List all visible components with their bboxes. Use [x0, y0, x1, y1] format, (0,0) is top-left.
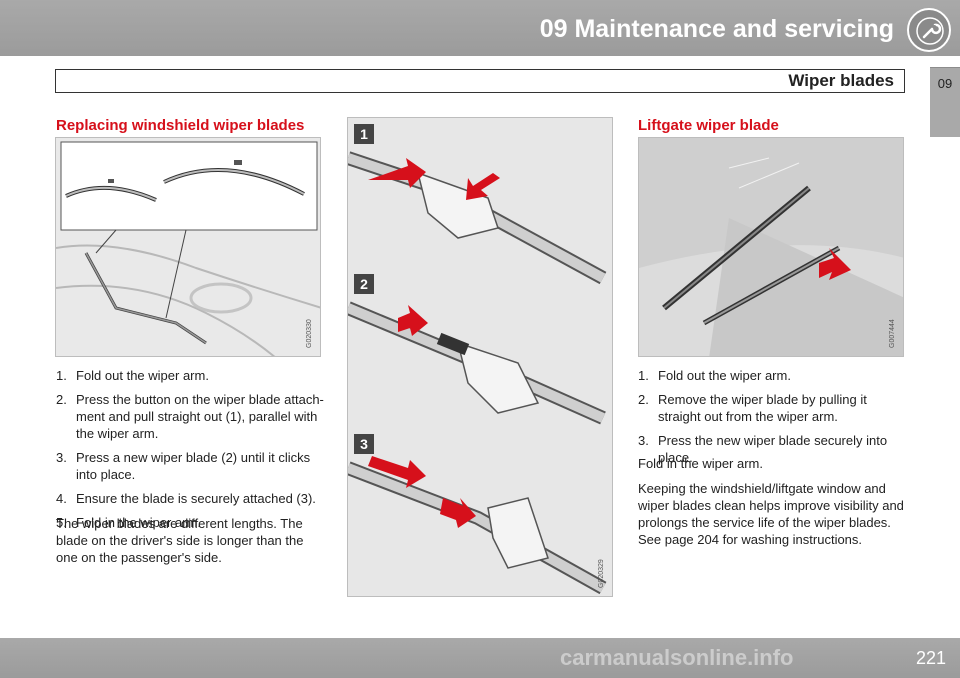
list-item: 3.Press the new wiper blade securely int…: [638, 433, 888, 465]
wrench-icon: [907, 8, 951, 52]
right-heading: Liftgate wiper blade: [638, 117, 779, 134]
figure-code: G020330: [306, 319, 313, 348]
blade-replacement-steps-figure: 1 2 3 G020329: [347, 117, 613, 597]
chapter-side-tab[interactable]: 09: [930, 67, 960, 137]
right-paragraph-2: Keeping the windshield/liftgate window a…: [638, 481, 904, 547]
left-steps-list: 1.Fold out the wiper arm. 2.Press the bu…: [56, 367, 326, 538]
right-steps-list: 1.Fold out the wiper arm. 2.Remove the w…: [638, 367, 913, 473]
step-marker-3: 3: [360, 436, 368, 452]
left-paragraph: The wiper blades are different lengths. …: [56, 516, 304, 565]
list-item: 5.Fold in the wiper arm.: [56, 515, 201, 530]
side-tab-label: 09: [937, 76, 953, 91]
figure-code: G007444: [889, 319, 896, 348]
watermark: carmanualsonline.info: [560, 645, 794, 670]
right-paragraph-1: Fold in the wiper arm.: [638, 456, 763, 471]
left-heading: Replacing windshield wiper blades: [56, 117, 305, 134]
list-item: 2.Remove the wiper blade by pulling it s…: [638, 392, 867, 424]
figure-code: G020329: [598, 559, 605, 588]
list-item: 4.Ensure the blade is securely attached …: [56, 491, 316, 506]
page-number: 221: [915, 648, 946, 668]
page-footer-bar: 221: [0, 638, 960, 678]
list-item: 1.Fold out the wiper arm.: [56, 368, 209, 383]
section-title: Wiper blades: [788, 71, 894, 90]
step-marker-1: 1: [360, 126, 368, 142]
step-marker-2: 2: [360, 276, 368, 292]
chapter-header-bar: 09 Maintenance and servicing: [0, 0, 960, 56]
list-item: 1.Fold out the wiper arm.: [638, 368, 791, 383]
section-title-box: Wiper blades: [55, 69, 905, 93]
list-item: 2.Press the button on the wiper blade at…: [56, 392, 324, 441]
chapter-title: 09 Maintenance and servicing: [539, 15, 894, 43]
liftgate-wiper-figure: G007444: [638, 137, 904, 357]
list-item: 3.Press a new wiper blade (2) until it c…: [56, 450, 311, 482]
windshield-wiper-figure: G020330: [55, 137, 321, 357]
